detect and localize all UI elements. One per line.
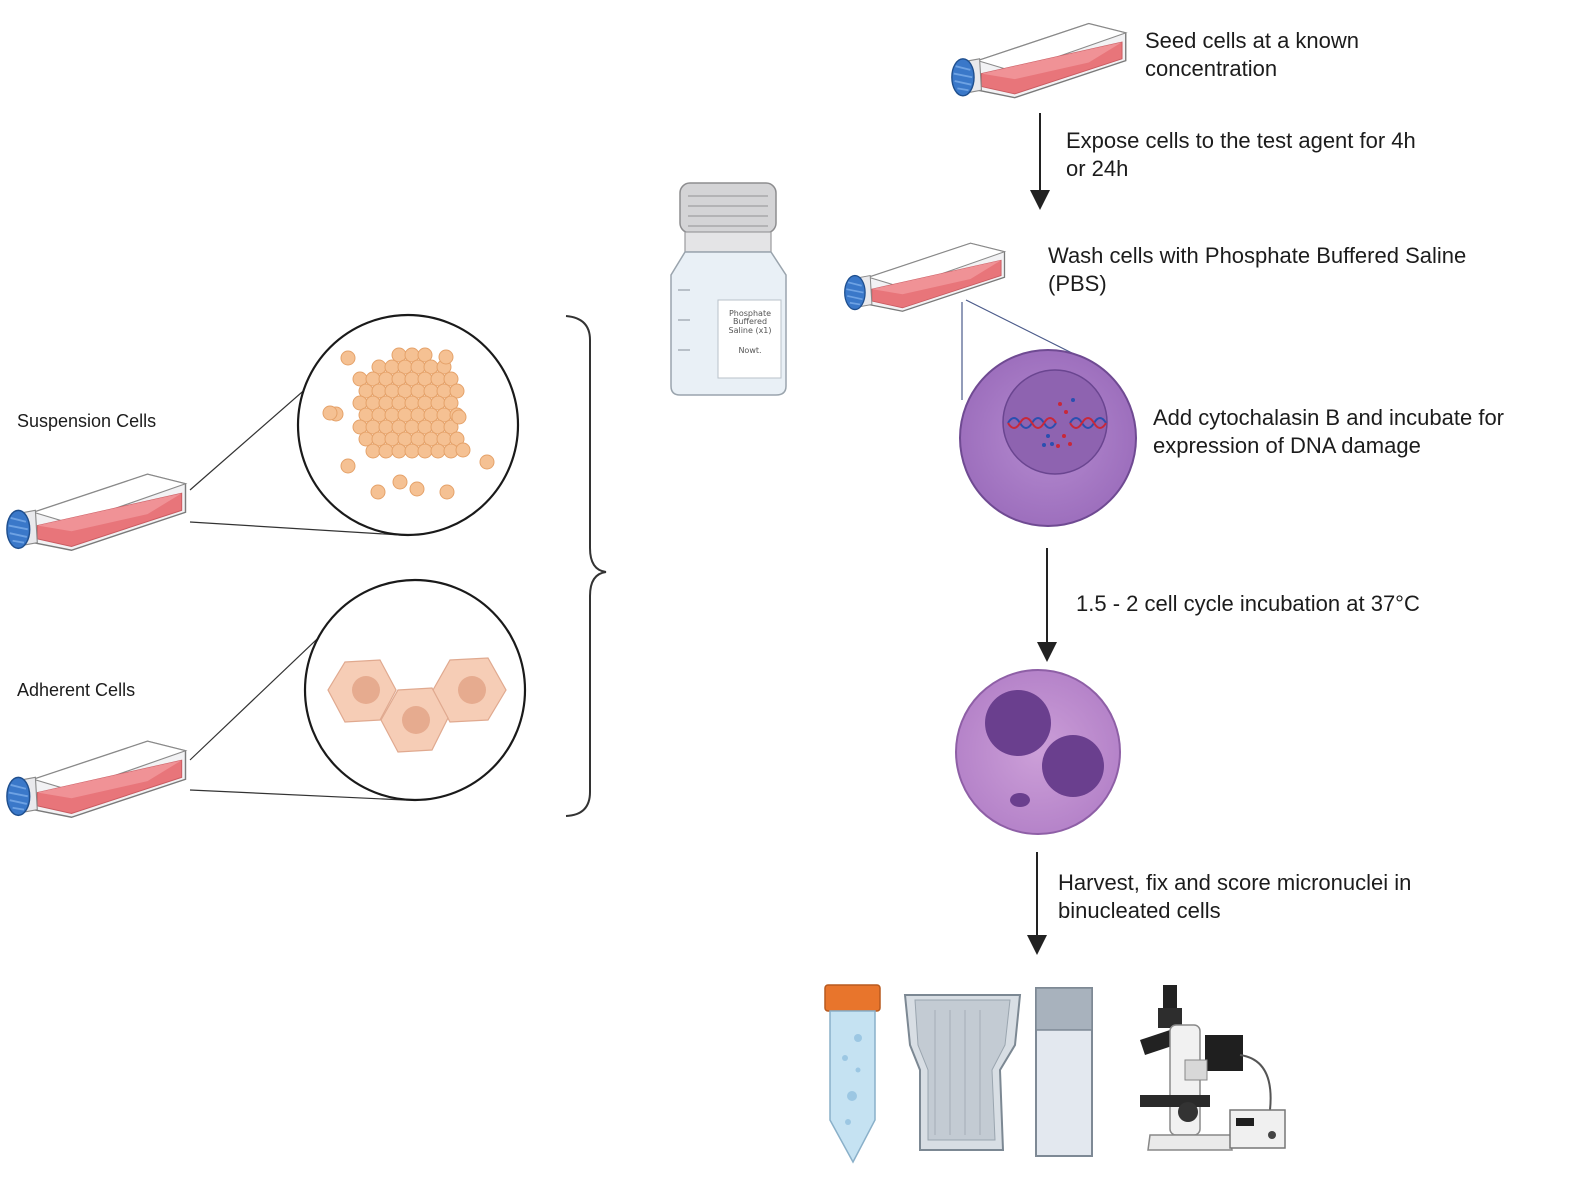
step-cytochalasin-line1: Add cytochalasin B and incubate for	[1153, 405, 1505, 430]
step-harvest-line1: Harvest, fix and score micronuclei in	[1058, 870, 1412, 895]
adherent-cells-magnified	[303, 578, 527, 802]
suspension-cell	[443, 419, 459, 435]
suspension-cell	[409, 481, 425, 497]
pbs-bottle-label-line1: Phosphate	[728, 309, 772, 318]
suspension-cell	[340, 458, 356, 474]
adherent-cells-label: Adherent Cells	[17, 680, 136, 700]
adherent-flask	[5, 740, 187, 819]
suspension-flask	[5, 473, 187, 552]
suspension-cell	[430, 443, 446, 459]
microscope-slide	[1035, 987, 1093, 1157]
step-cytochalasin-line2: expression of DNA damage	[1153, 433, 1421, 459]
step-wash: Wash cells with Phosphate Buffered Salin…	[1048, 242, 1466, 298]
suspension-cells-label: Suspension Cells	[17, 411, 157, 431]
suspension-cell	[391, 443, 407, 459]
seed-flask	[950, 22, 1127, 99]
step-harvest-line2: binucleated cells	[1058, 898, 1221, 924]
suspension-cell	[455, 442, 471, 458]
grouping-brace	[565, 315, 607, 817]
step-seed-line1: Seed cells at a known	[1145, 28, 1360, 53]
suspension-cell	[451, 409, 467, 425]
suspension-cell	[322, 405, 338, 421]
microscope	[1140, 985, 1286, 1151]
step-incubation-line1: 1.5 - 2 cell cycle incubation at 37°C	[1076, 591, 1420, 616]
step-cytochalasin: Add cytochalasin B and incubate for expr…	[1153, 404, 1504, 460]
pbs-bottle-label: Phosphate Buffered Saline (x1) Nowt.	[720, 309, 780, 356]
suspension-cell	[417, 443, 433, 459]
suspension-cell	[443, 395, 459, 411]
step-wash-line1: Wash cells with Phosphate Buffered Salin…	[1048, 243, 1467, 268]
centrifuge-tube	[824, 984, 881, 1164]
suspension-cell	[438, 349, 454, 365]
step-incubation: 1.5 - 2 cell cycle incubation at 37°C	[1076, 590, 1420, 618]
step-seed-line2: concentration	[1145, 56, 1278, 82]
adherent-zoom-line-top	[189, 621, 336, 761]
suspension-cell	[443, 371, 459, 387]
suspension-cell	[404, 443, 420, 459]
step-expose-line2: or 24h	[1066, 156, 1129, 182]
step-wash-line2: (PBS)	[1048, 271, 1107, 297]
step-harvest: Harvest, fix and score micronuclei in bi…	[1058, 869, 1411, 925]
suspension-cell	[479, 454, 495, 470]
pbs-bottle-label-line2: Buffered	[732, 317, 768, 327]
suspension-cell	[378, 443, 394, 459]
suspension-cell	[370, 484, 386, 500]
step-expose: Expose cells to the test agent for 4h or…	[1066, 127, 1416, 183]
pbs-bottle-label-line3: Saline (x1)	[728, 325, 772, 335]
suspension-cell	[365, 443, 381, 459]
suspension-zoom-line-bottom	[189, 521, 401, 536]
suspension-cell	[449, 383, 465, 399]
adherent-zoom-line-bottom	[189, 789, 406, 801]
suspension-cell	[340, 350, 356, 366]
cell-with-damaged-dna	[959, 349, 1137, 527]
suspension-cell	[439, 484, 455, 500]
pbs-bottle-label-line4: Nowt.	[738, 346, 762, 356]
suspension-cell	[392, 474, 408, 490]
suspension-cell	[417, 347, 433, 363]
step-seed: Seed cells at a known concentration	[1145, 27, 1359, 83]
step-expose-line1: Expose cells to the test agent for 4h	[1066, 128, 1416, 153]
coplin-jar	[903, 994, 1022, 1151]
suspension-cells-magnified	[296, 313, 520, 537]
pbs-bottle	[670, 182, 787, 396]
wash-flask	[843, 242, 1006, 313]
cell-zoom-line-right	[965, 299, 1073, 354]
binucleated-cell	[955, 669, 1121, 835]
